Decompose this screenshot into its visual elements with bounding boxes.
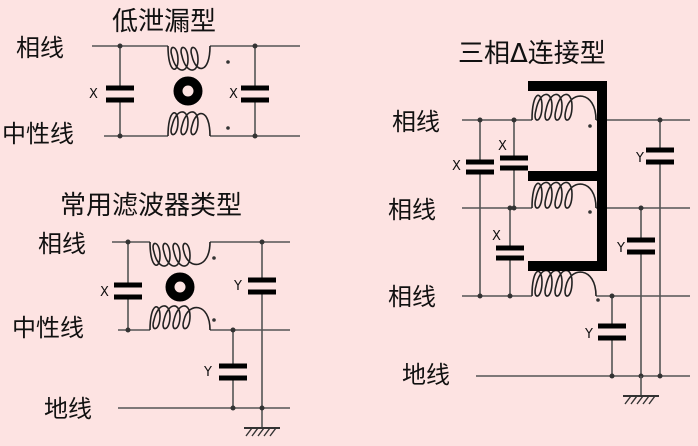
junction-dot [507, 205, 513, 211]
polarity-dot [212, 256, 216, 260]
low-leakage-polarity-dot [226, 60, 230, 64]
low-leakage-toroid-core [173, 76, 203, 106]
common-filter-toroid-core [165, 272, 195, 302]
delta-phase3-label: 相线 [388, 283, 436, 311]
low-leakage-neutral-label: 中性线 [2, 120, 74, 148]
junction-dot [125, 239, 131, 245]
junction-dot [230, 327, 236, 333]
common-filter-phase-label: 相线 [38, 230, 86, 258]
junction-dot [657, 373, 663, 379]
junction-dot [230, 405, 236, 411]
junction-dot [638, 205, 644, 211]
ground-symbol [623, 376, 659, 405]
delta-ground-label: 地线 [402, 361, 450, 389]
low-leakage-phase-label: 相线 [16, 34, 64, 62]
polarity-dot [212, 318, 216, 322]
delta-coil-1 [531, 93, 597, 121]
low-leakage-x2-cap-label: X [229, 87, 238, 102]
junction-dot [507, 293, 513, 299]
delta-y2-cap-label: Y [616, 241, 625, 256]
common-filter-y2-cap-label: Y [203, 365, 212, 380]
delta-x1-cap-label: X [452, 159, 461, 174]
polarity-dot [588, 210, 592, 214]
polarity-dot [596, 298, 600, 302]
junction-dot [609, 373, 615, 379]
delta-x3-cap-label: X [492, 229, 501, 244]
delta-phase2-label: 相线 [388, 196, 436, 224]
common-filter-y1-cap-label: Y [233, 279, 242, 294]
low-leakage-diagram: 低泄漏型 相线 中性线 X X [2, 7, 300, 148]
common-filter-ground-label: 地线 [44, 395, 92, 423]
junction-dot [477, 293, 483, 299]
junction-dot [259, 405, 265, 411]
delta-y3-cap-label: Y [584, 327, 593, 342]
low-leakage-phase-coil [167, 45, 211, 71]
low-leakage-neutral-coil [167, 111, 211, 137]
common-filter-diagram: 常用滤波器类型 相线 中性线 地线 X Y Y [12, 191, 290, 437]
junction-dot [117, 133, 123, 139]
common-filter-neutral-coil [149, 305, 211, 331]
junction-dot [511, 117, 517, 123]
junction-dot [252, 43, 258, 49]
delta-coil-2 [531, 181, 597, 209]
ground-symbol [244, 427, 280, 437]
junction-dot [117, 43, 123, 49]
junction-dot [657, 117, 663, 123]
junction-dot [252, 133, 258, 139]
junction-dot [477, 117, 483, 123]
common-filter-phase-coil [149, 241, 211, 267]
low-leakage-title: 低泄漏型 [112, 7, 216, 37]
delta-title: 三相Δ连接型 [458, 39, 606, 69]
delta-phase1-label: 相线 [392, 108, 440, 136]
junction-dot [259, 239, 265, 245]
junction-dot [125, 327, 131, 333]
low-leakage-polarity-dot [226, 126, 230, 130]
common-filter-x-cap-label: X [100, 285, 109, 300]
delta-y1-cap-label: Y [635, 151, 644, 166]
junction-dot [609, 293, 615, 299]
junction-dot [511, 205, 517, 211]
common-filter-title: 常用滤波器类型 [60, 191, 242, 221]
polarity-dot [588, 124, 592, 128]
delta-coil-3 [531, 269, 597, 297]
three-phase-delta-diagram: 三相Δ连接型 相线 相线 相线 地线 X X X [388, 39, 690, 405]
common-filter-neutral-label: 中性线 [12, 314, 84, 342]
low-leakage-x-cap-label: X [89, 87, 98, 102]
delta-x2-cap-label: X [498, 139, 507, 154]
